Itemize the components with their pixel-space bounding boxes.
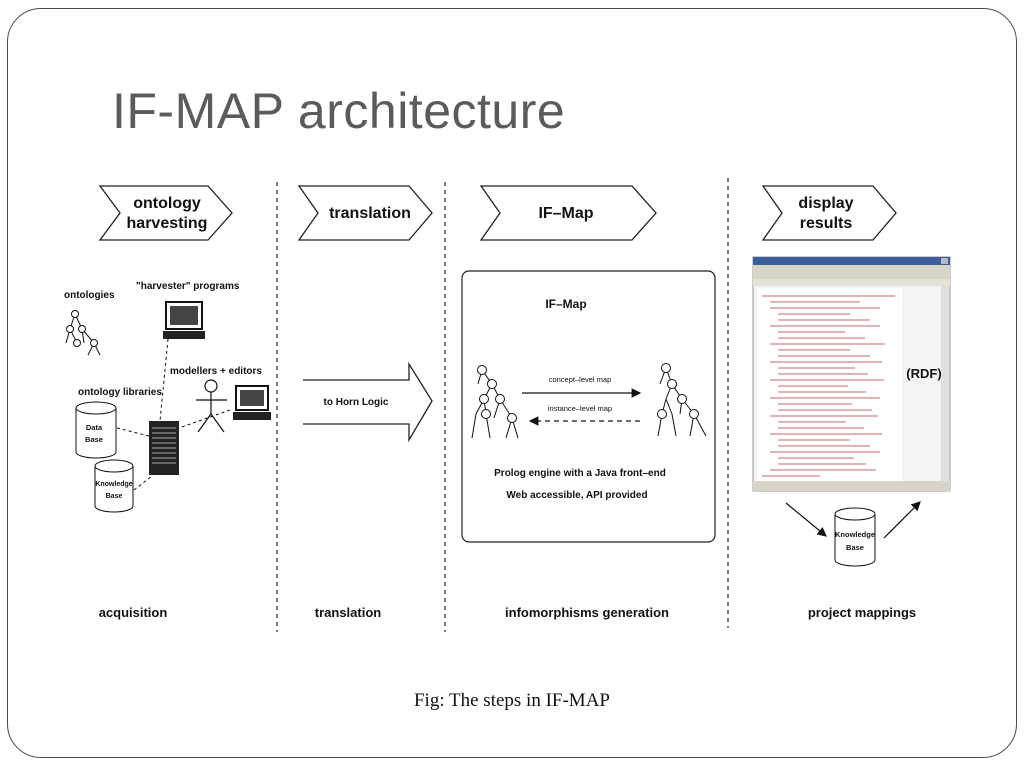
instance-map-label: instance–level map	[548, 404, 612, 413]
footer-acquisition: acquisition	[99, 605, 168, 620]
ontologies-label: ontologies	[64, 290, 115, 301]
data-base-label-1: Data	[86, 423, 103, 432]
footer-translation: translation	[315, 605, 382, 620]
translation-block-arrow	[303, 361, 433, 443]
concept-map-label: concept–level map	[549, 375, 612, 384]
engine-label: Prolog engine with a Java front–end	[494, 468, 666, 479]
ontology-libraries-label: ontology libraries	[78, 387, 162, 398]
stage-3-line-1: IF–Map	[538, 205, 593, 222]
display-kb-label-2: Base	[846, 543, 864, 552]
server-rack-icon	[149, 421, 179, 475]
harvester-computer-icon	[163, 301, 205, 339]
modellers-label: modellers + editors	[170, 366, 262, 377]
stage-chevron-4: display results	[761, 185, 897, 241]
to-kb-arrow	[785, 502, 827, 537]
ifmap-box-title: IF–Map	[545, 297, 586, 311]
kb-label-1: Knowledge	[95, 481, 132, 488]
harvester-label: "harvester" programs	[136, 281, 240, 292]
acquisition-dashed-links	[116, 338, 231, 491]
footer-project-mappings: project mappings	[808, 605, 916, 620]
left-ontology-tree-icon	[471, 365, 519, 439]
column-separators	[276, 178, 729, 632]
display-kb-label-1: Knowledge	[835, 530, 875, 539]
stage-chevron-1: ontology harvesting	[98, 185, 233, 241]
slide-frame	[7, 8, 1017, 758]
display-knowledge-base-cylinder: Knowledge Base	[834, 507, 876, 567]
stage-2-line-1: translation	[329, 205, 411, 222]
stage-4-line-1: display	[798, 195, 853, 212]
knowledge-base-cylinder: Knowledge Base	[94, 459, 134, 513]
editor-computer-icon	[233, 385, 271, 420]
stage-chevron-3: IF–Map	[479, 185, 657, 241]
data-base-cylinder: Data Base	[75, 401, 117, 459]
right-ontology-tree-icon	[657, 363, 707, 437]
kb-label-2: Base	[106, 493, 123, 500]
data-base-label-2: Base	[85, 435, 103, 444]
person-stick-figure-icon	[196, 379, 227, 433]
footer-infomorphisms: infomorphisms generation	[505, 605, 669, 620]
slide-title: IF-MAP architecture	[112, 83, 566, 139]
ifmap-box	[461, 270, 716, 543]
translation-arrow-label: to Horn Logic	[324, 397, 389, 408]
stage-chevron-2: translation	[297, 185, 433, 241]
stage-4-line-2: results	[800, 215, 853, 232]
from-kb-arrow	[883, 501, 921, 539]
rdf-label: (RDF)	[906, 366, 941, 381]
figure-caption: Fig: The steps in IF-MAP	[413, 690, 610, 711]
ontology-tree-icon	[65, 310, 101, 356]
rdf-browser-screenshot	[752, 256, 951, 492]
stage-1-line-2: harvesting	[127, 215, 208, 232]
stage-1-line-1: ontology	[133, 195, 201, 212]
web-api-label: Web accessible, API provided	[506, 490, 647, 501]
